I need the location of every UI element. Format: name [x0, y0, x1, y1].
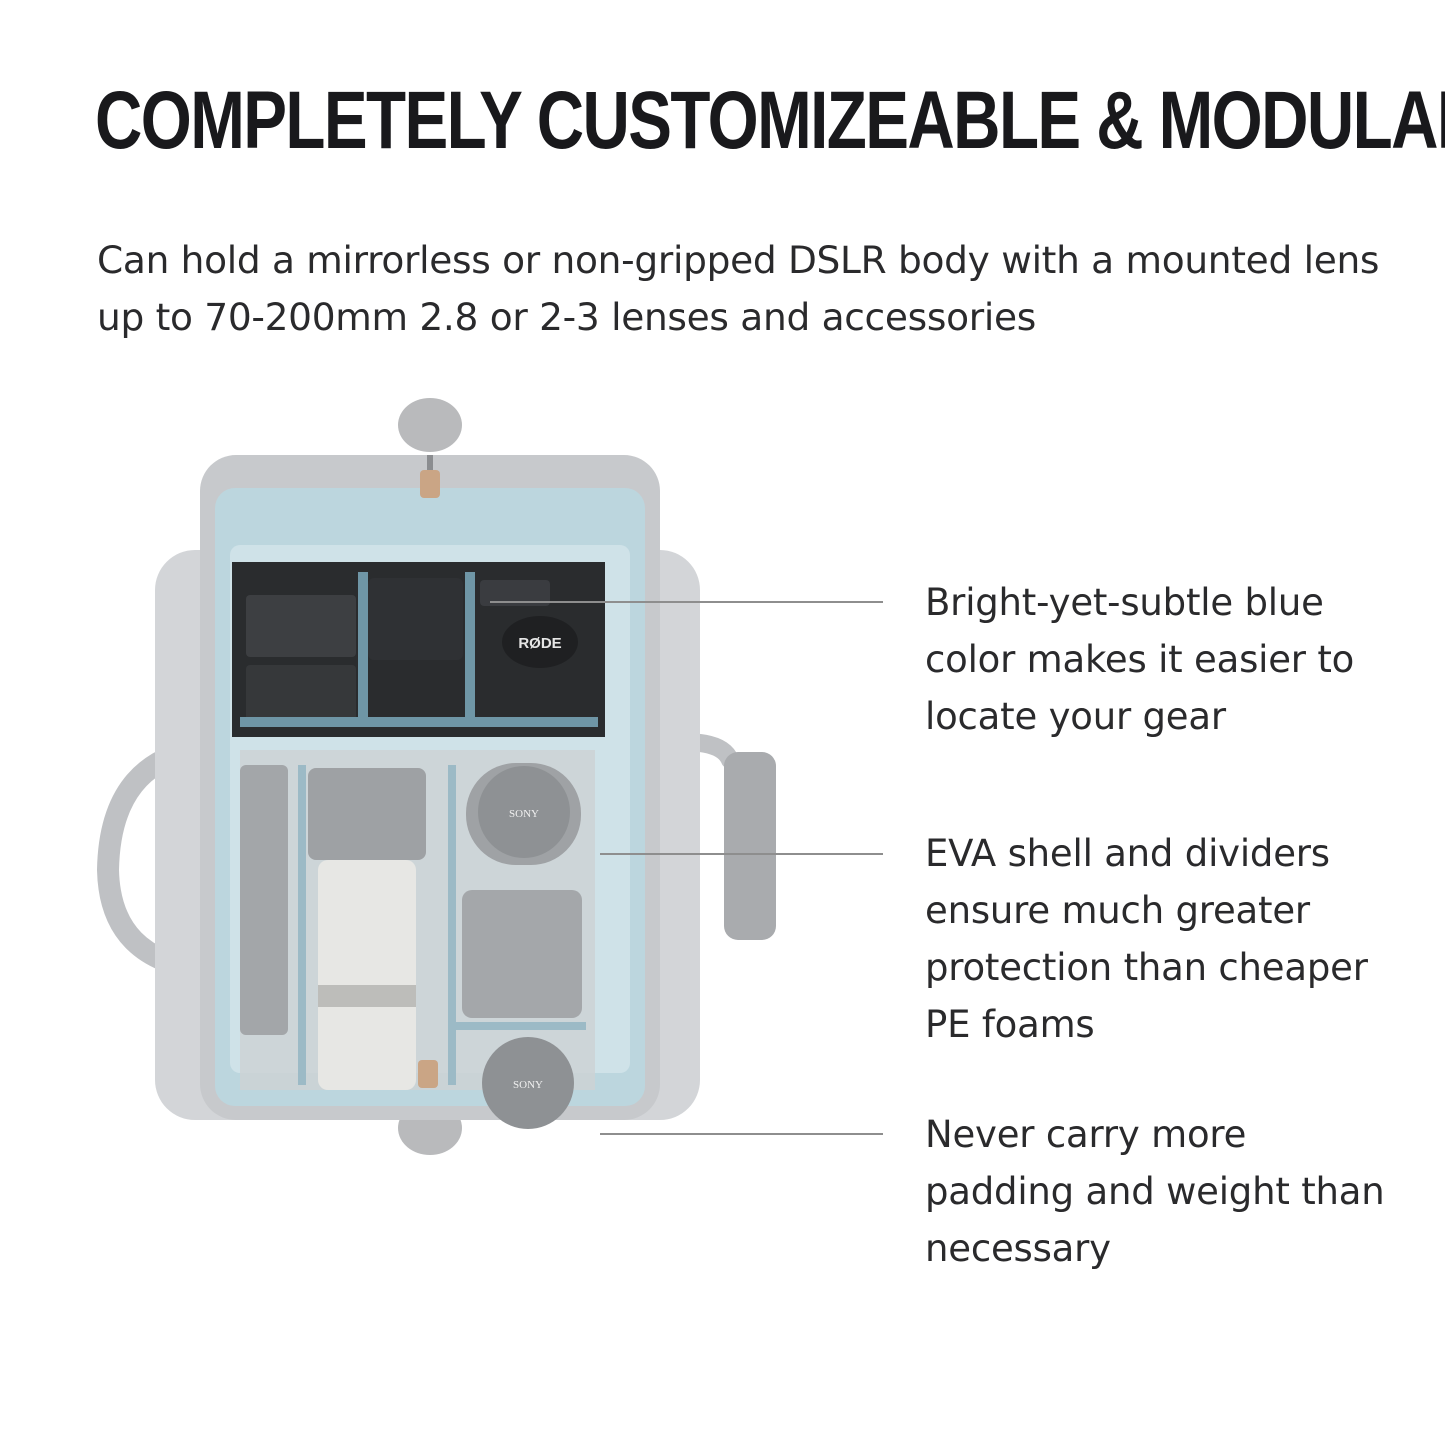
mic-brand-label: RØDE	[518, 635, 561, 652]
lower-divider-3	[456, 1022, 586, 1030]
lens-band	[318, 985, 416, 1007]
right-handle-grip	[724, 752, 776, 940]
camera-bag-illustration: RØDE SONY SONY	[96, 398, 776, 1155]
battery-pack-1	[246, 595, 356, 657]
callout-eva-shell: EVA shell and dividers ensure much great…	[925, 832, 1368, 1046]
lens-cap-bottom	[482, 1037, 574, 1129]
subheadline: Can hold a mirrorless or non-gripped DSL…	[97, 238, 1380, 339]
lower-divider-2	[448, 765, 456, 1085]
callout-line-1	[490, 601, 883, 603]
divider-2	[465, 572, 475, 727]
headline: COMPLETELY CUSTOMIZEABLE & MODULAR	[95, 75, 1445, 166]
zipper-pull-top	[420, 470, 440, 498]
lens-cap-bottom-label: SONY	[513, 1079, 543, 1091]
battery-charger	[368, 578, 463, 660]
callout-line-3	[600, 1133, 883, 1135]
camera-body	[308, 768, 426, 860]
divider-bottom	[240, 717, 598, 727]
callout-line-2	[600, 853, 883, 855]
camera-rig	[240, 765, 288, 1035]
mic-body	[502, 616, 578, 668]
mic-receiver	[480, 580, 550, 606]
lens-cap-top-label: SONY	[509, 808, 539, 820]
callout-blue-color: Bright-yet-subtle blue color makes it ea…	[925, 581, 1355, 738]
top-zipper-tab	[398, 398, 462, 452]
battery-pack-2	[246, 665, 356, 727]
telephoto-lens	[318, 860, 416, 1090]
lens-cap-top	[478, 766, 570, 858]
zipper-pull-bottom	[418, 1060, 438, 1088]
callout-padding-weight: Never carry more padding and weight than…	[925, 1113, 1385, 1270]
lower-divider-1	[298, 765, 306, 1085]
divider-1	[358, 572, 368, 727]
lens-small	[462, 890, 582, 1018]
